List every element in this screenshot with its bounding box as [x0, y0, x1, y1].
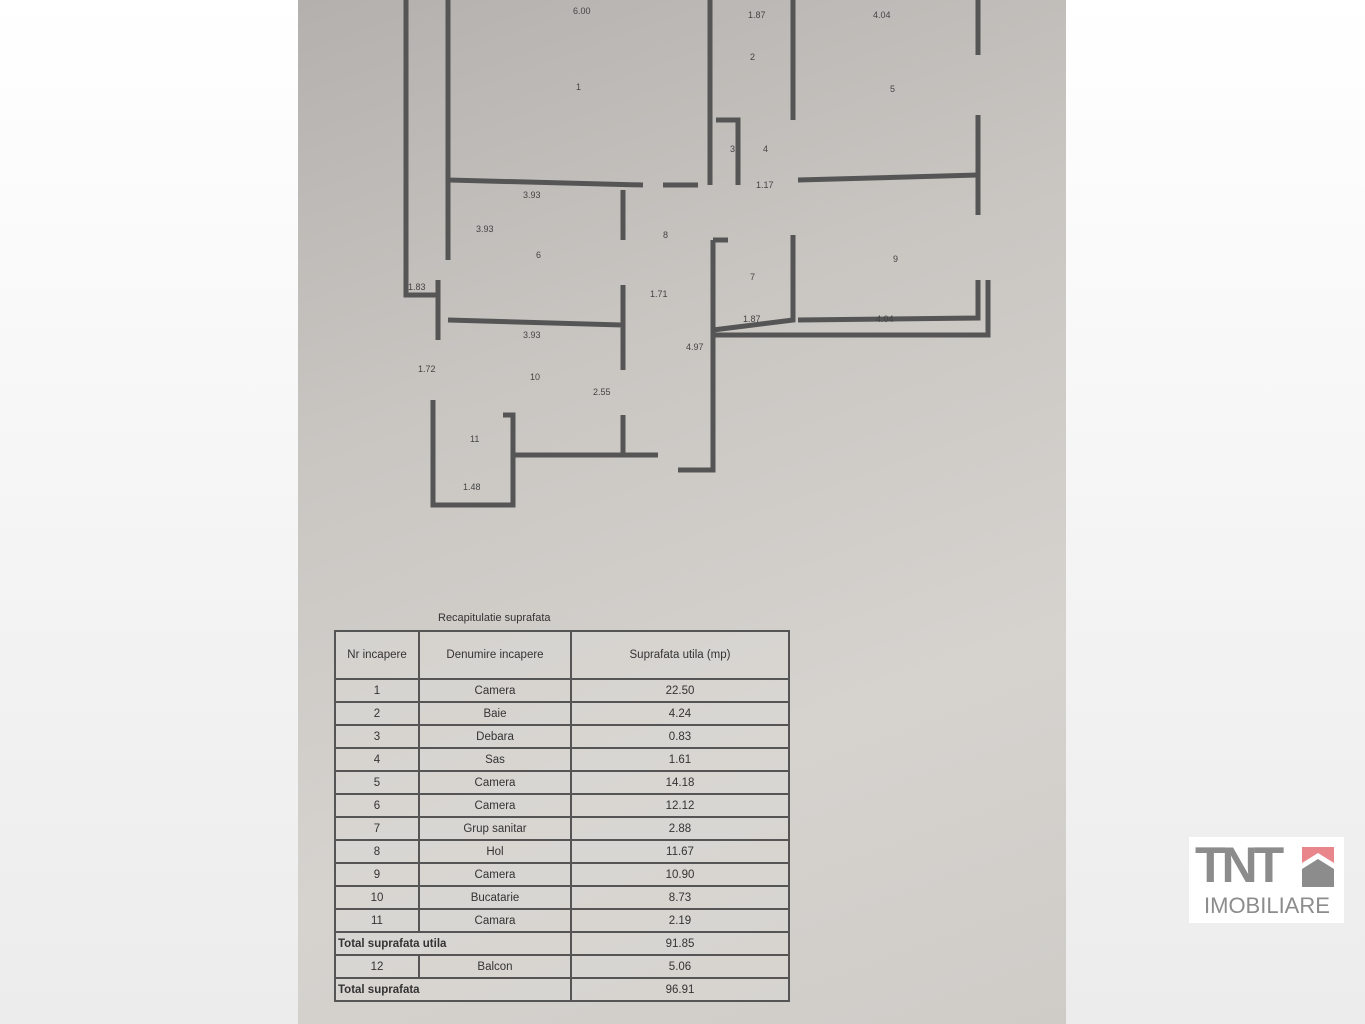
total-useful-value: 91.85: [570, 931, 790, 956]
total-value: 96.91: [570, 977, 790, 1002]
row-name: Sas: [418, 747, 572, 772]
room-number: 2: [750, 52, 755, 62]
row-name: Camara: [418, 908, 572, 933]
dim-label: 4.97: [686, 342, 704, 352]
dim-label: 1.83: [408, 282, 426, 292]
header-name: Denumire incapere: [418, 630, 572, 680]
row-name: Baie: [418, 701, 572, 726]
row-nr: 12: [334, 954, 420, 979]
row-nr: 2: [334, 701, 420, 726]
header-area: Suprafata utila (mp): [570, 630, 790, 680]
row-nr: 10: [334, 885, 420, 910]
row-nr: 11: [334, 908, 420, 933]
floor-plan-drawing: 6.00 1.87 4.04 3.93 3.93 1.17 1.83 1.71 …: [403, 0, 991, 508]
area-summary-table: Nr incapere Denumire incapere Suprafata …: [334, 630, 790, 1002]
row-name: Camera: [418, 678, 572, 703]
dim-label: 1.71: [650, 289, 668, 299]
row-nr: 9: [334, 862, 420, 887]
row-area: 4.24: [570, 701, 790, 726]
room-number: 1: [576, 82, 581, 92]
dim-label: 3.93: [523, 190, 541, 200]
total-row: Total suprafata 96.91: [334, 977, 790, 1002]
row-area: 10.90: [570, 862, 790, 887]
dim-label: 3.93: [476, 224, 494, 234]
dim-label: 2.55: [593, 387, 611, 397]
row-name: Camera: [418, 862, 572, 887]
row-nr: 3: [334, 724, 420, 749]
row-name: Hol: [418, 839, 572, 864]
room-number: 10: [530, 372, 540, 382]
logo-brand: TNT: [1195, 837, 1284, 893]
header-nr: Nr incapere: [334, 630, 420, 680]
dim-label: 3.93: [523, 330, 541, 340]
total-useful-label: Total suprafata utila: [334, 931, 572, 956]
tnt-imobiliare-logo: TNT IMOBILIARE: [1189, 837, 1344, 923]
total-label: Total suprafata: [334, 977, 572, 1002]
total-useful-row: Total suprafata utila 91.85: [334, 931, 790, 956]
row-area: 0.83: [570, 724, 790, 749]
dim-label: 1.17: [756, 180, 774, 190]
row-area: 22.50: [570, 678, 790, 703]
row-name: Camera: [418, 793, 572, 818]
dim-label: 1.87: [743, 314, 761, 324]
row-area: 2.19: [570, 908, 790, 933]
room-number: 7: [750, 272, 755, 282]
logo-subtitle: IMOBILIARE: [1204, 893, 1330, 918]
row-name: Bucatarie: [418, 885, 572, 910]
table-header-row: Nr incapere Denumire incapere Suprafata …: [334, 630, 790, 680]
row-area: 12.12: [570, 793, 790, 818]
row-name: Grup sanitar: [418, 816, 572, 841]
row-area: 5.06: [570, 954, 790, 979]
table-title: Recapitulatie suprafata: [438, 612, 551, 624]
row-area: 2.88: [570, 816, 790, 841]
row-nr: 1: [334, 678, 420, 703]
room-number: 4: [763, 144, 768, 154]
dim-label: 4.04: [876, 314, 894, 324]
row-name: Camera: [418, 770, 572, 795]
row-nr: 8: [334, 839, 420, 864]
floor-plan-photo: 6.00 1.87 4.04 3.93 3.93 1.17 1.83 1.71 …: [298, 0, 1066, 1024]
room-number: 3: [730, 144, 735, 154]
dim-label: 1.87: [748, 10, 766, 20]
row-nr: 7: [334, 816, 420, 841]
dim-label: 1.48: [463, 482, 481, 492]
house-icon: [1302, 847, 1334, 887]
room-number: 8: [663, 230, 668, 240]
row-area: 11.67: [570, 839, 790, 864]
row-nr: 5: [334, 770, 420, 795]
dim-label: 6.00: [573, 6, 591, 16]
row-name: Debara: [418, 724, 572, 749]
dim-label: 4.04: [873, 10, 891, 20]
row-nr: 4: [334, 747, 420, 772]
row-area: 14.18: [570, 770, 790, 795]
room-number: 5: [890, 84, 895, 94]
room-number: 6: [536, 250, 541, 260]
row-name: Balcon: [418, 954, 572, 979]
room-number: 11: [470, 434, 479, 444]
row-area: 8.73: [570, 885, 790, 910]
row-area: 1.61: [570, 747, 790, 772]
room-number: 9: [893, 254, 898, 264]
row-nr: 6: [334, 793, 420, 818]
dim-label: 1.72: [418, 364, 436, 374]
table-row: 12 Balcon 5.06: [334, 954, 790, 979]
